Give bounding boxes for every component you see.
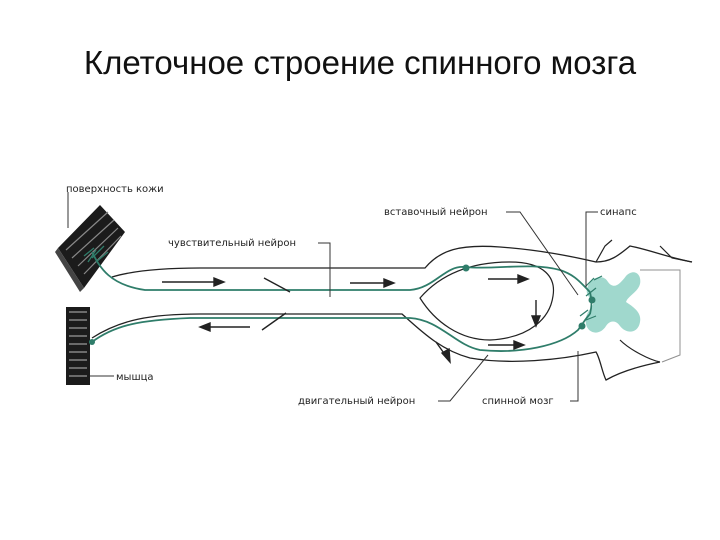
muscle-block [66,307,90,385]
muscle-ending [89,339,95,345]
label-muscle: мышца [116,372,154,383]
skin-block [55,205,125,292]
motor-cell-body [578,322,586,330]
arrows [162,273,542,365]
label-sensory-neuron: чувствительный нейрон [168,238,296,249]
label-synapse: синапс [600,207,637,218]
nerve-outline-top [111,245,693,278]
label-skin: поверхность кожи [66,184,164,195]
label-spinal-cord: спинной мозг [482,396,554,407]
label-interneuron: вставочный нейрон [384,207,488,218]
leader-lines [67,192,598,402]
label-motor-neuron: двигательный нейрон [298,396,415,407]
interneuron-cell-body [588,296,596,304]
sensory-cell-body [462,264,470,272]
gray-matter [585,272,641,333]
nerve-outline-lower [91,313,661,381]
slide-title: Клеточное строение спинного мозга [83,44,637,81]
sensory-neuron-path [91,251,591,293]
